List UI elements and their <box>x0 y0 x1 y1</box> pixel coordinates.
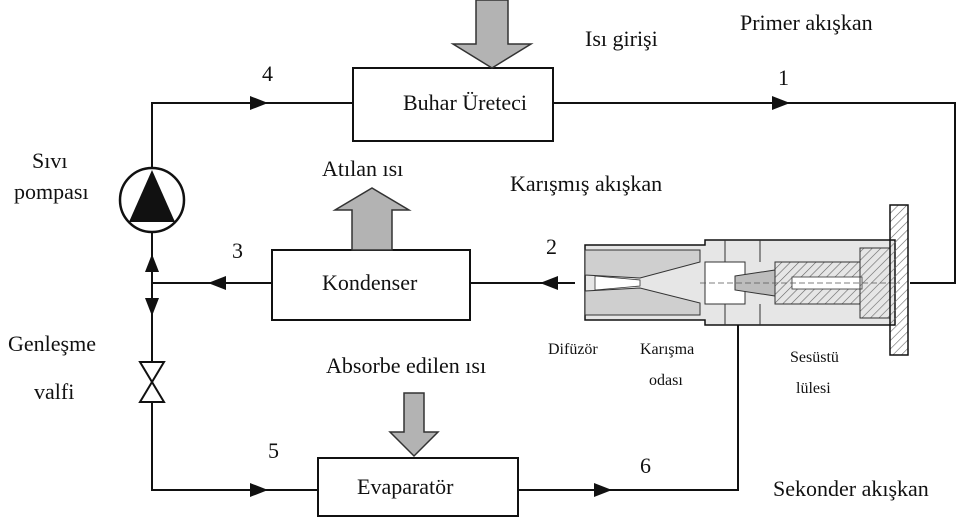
line-valve-to-evaporator <box>151 402 318 491</box>
expansion-valve-label-line1: Genleşme <box>8 331 96 356</box>
arrow-state-2 <box>540 276 558 290</box>
arrow-state-4 <box>250 96 268 110</box>
expansion-valve-label-line2: valfi <box>34 379 75 404</box>
mixing-chamber-label-line1: Karışma <box>640 341 695 358</box>
rejected-heat-label: Atılan ısı <box>322 156 404 181</box>
nozzle-label-line2: lülesi <box>796 380 831 397</box>
evaporator-box <box>317 457 519 517</box>
pump-label-line1: Sıvı <box>32 148 68 173</box>
arrow-state-6 <box>594 483 612 497</box>
diffuser-label: Difüzör <box>548 341 598 358</box>
component-boxes <box>271 67 554 517</box>
evaporator-label: Evaparatör <box>357 474 454 499</box>
ejector <box>584 204 909 356</box>
condenser-box <box>271 249 471 321</box>
state-point-2: 2 <box>546 234 557 259</box>
expansion-valve-symbol <box>138 361 166 403</box>
steam-generator-label: Buhar Üreteci <box>403 90 527 115</box>
heat-arrows <box>332 0 534 458</box>
arrow-state-1 <box>772 96 790 110</box>
flow-arrows <box>145 96 790 497</box>
state-point-1: 1 <box>778 65 789 90</box>
line-generator-to-nozzle <box>553 102 956 284</box>
pump-symbol <box>118 166 186 234</box>
heat-input-label: Isı girişi <box>585 26 658 51</box>
secondary-fluid-label: Sekonder akışkan <box>773 476 929 501</box>
mixed-fluid-label: Karışmış akışkan <box>510 171 663 196</box>
steam-generator-box <box>352 67 554 142</box>
mixing-chamber-label-line2: odası <box>649 372 683 389</box>
primary-fluid-label: Primer akışkan <box>740 10 873 35</box>
rejected-heat-arrow <box>332 187 412 251</box>
pump-label-line2: pompası <box>14 179 89 204</box>
arrow-down-to-valve <box>145 298 159 316</box>
arrow-state-3 <box>208 276 226 290</box>
absorbed-heat-label: Absorbe edilen ısı <box>326 353 487 378</box>
arrow-up-to-pump <box>145 254 159 272</box>
state-point-3: 3 <box>232 238 243 263</box>
state-point-5: 5 <box>268 438 279 463</box>
state-point-4: 4 <box>262 61 273 86</box>
condenser-label: Kondenser <box>322 270 418 295</box>
line-pump-to-generator <box>151 102 353 168</box>
ejector-flange <box>889 204 909 356</box>
absorbed-heat-arrow <box>388 392 440 458</box>
heat-input-arrow <box>450 0 534 69</box>
state-point-6: 6 <box>640 453 651 478</box>
arrow-state-5 <box>250 483 268 497</box>
line-evaporator-to-ejector <box>518 322 739 491</box>
nozzle-label-line1: Sesüstü <box>790 349 839 366</box>
